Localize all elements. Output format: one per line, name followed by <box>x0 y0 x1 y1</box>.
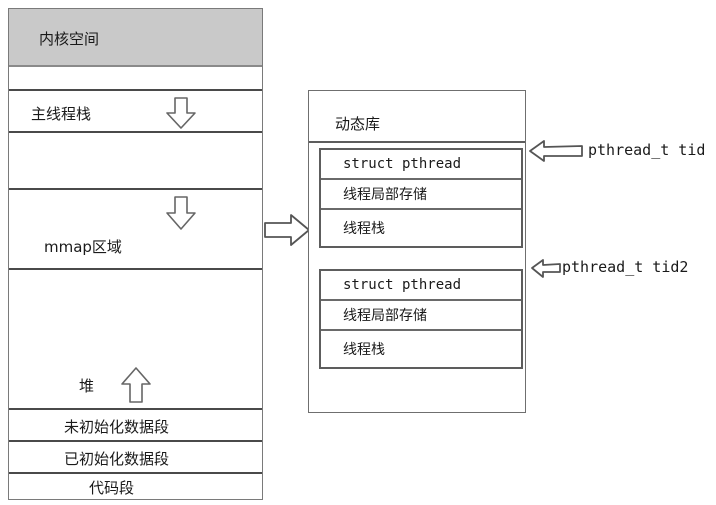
segment-label-bss: 未初始化数据段 <box>64 418 170 436</box>
segment-gap-2 <box>9 133 262 190</box>
segment-label-text: 代码段 <box>89 479 135 497</box>
thread-1-struct-pthread-row: struct pthread <box>321 150 521 180</box>
segment-main-thread-stack: 主线程栈 <box>9 91 262 133</box>
dynamic-library-title: 动态库 <box>335 115 381 133</box>
segment-mmap-region: mmap区域 <box>9 190 262 270</box>
segment-data: 已初始化数据段 <box>9 442 262 474</box>
callout-arrow-tid-icon <box>529 140 583 162</box>
thread-2-tls-row: 线程局部存储 <box>321 301 521 331</box>
thread-2-struct-pthread-row: struct pthread <box>321 271 521 301</box>
process-address-space: 内核空间 主线程栈 mmap区域 堆 未初 <box>8 8 263 500</box>
thread-1-struct-pthread-label: struct pthread <box>343 156 462 172</box>
thread-1-tls-label: 线程局部存储 <box>343 187 427 203</box>
segment-text: 代码段 <box>9 474 262 499</box>
thread-block-1: struct pthread 线程局部存储 线程栈 <box>319 148 523 248</box>
thread-1-stack-label: 线程栈 <box>343 221 385 237</box>
segment-label-heap: 堆 <box>79 377 95 395</box>
segment-label-data: 已初始化数据段 <box>64 450 170 468</box>
thread-2-stack-label: 线程栈 <box>343 342 385 358</box>
callout-label-tid2: pthread_t tid2 <box>562 258 689 276</box>
dynamic-library-box: 动态库 struct pthread 线程局部存储 线程栈 struct pth… <box>308 90 526 413</box>
segment-label-main-thread-stack: 主线程栈 <box>31 105 92 123</box>
segment-kernel-space: 内核空间 <box>9 9 262 67</box>
dynlib-title-separator <box>309 141 525 143</box>
thread-1-tls-row: 线程局部存储 <box>321 180 521 210</box>
thread-1-stack-row: 线程栈 <box>321 210 521 246</box>
segment-heap: 堆 <box>9 270 262 410</box>
segment-gap-1 <box>9 67 262 91</box>
callout-label-tid: pthread_t tid <box>588 141 706 159</box>
down-arrow-icon-main-stack <box>166 97 196 129</box>
mmap-to-dynlib-arrow-icon <box>264 214 310 246</box>
segment-label-kernel-space: 内核空间 <box>39 30 100 48</box>
thread-2-tls-label: 线程局部存储 <box>343 308 427 324</box>
segment-label-mmap-region: mmap区域 <box>44 238 122 256</box>
callout-arrow-tid2-icon <box>531 259 561 278</box>
up-arrow-icon-heap <box>121 367 151 403</box>
down-arrow-icon-mmap <box>166 196 196 230</box>
thread-block-2: struct pthread 线程局部存储 线程栈 <box>319 269 523 369</box>
thread-2-stack-row: 线程栈 <box>321 331 521 367</box>
segment-bss: 未初始化数据段 <box>9 410 262 442</box>
thread-2-struct-pthread-label: struct pthread <box>343 277 462 293</box>
